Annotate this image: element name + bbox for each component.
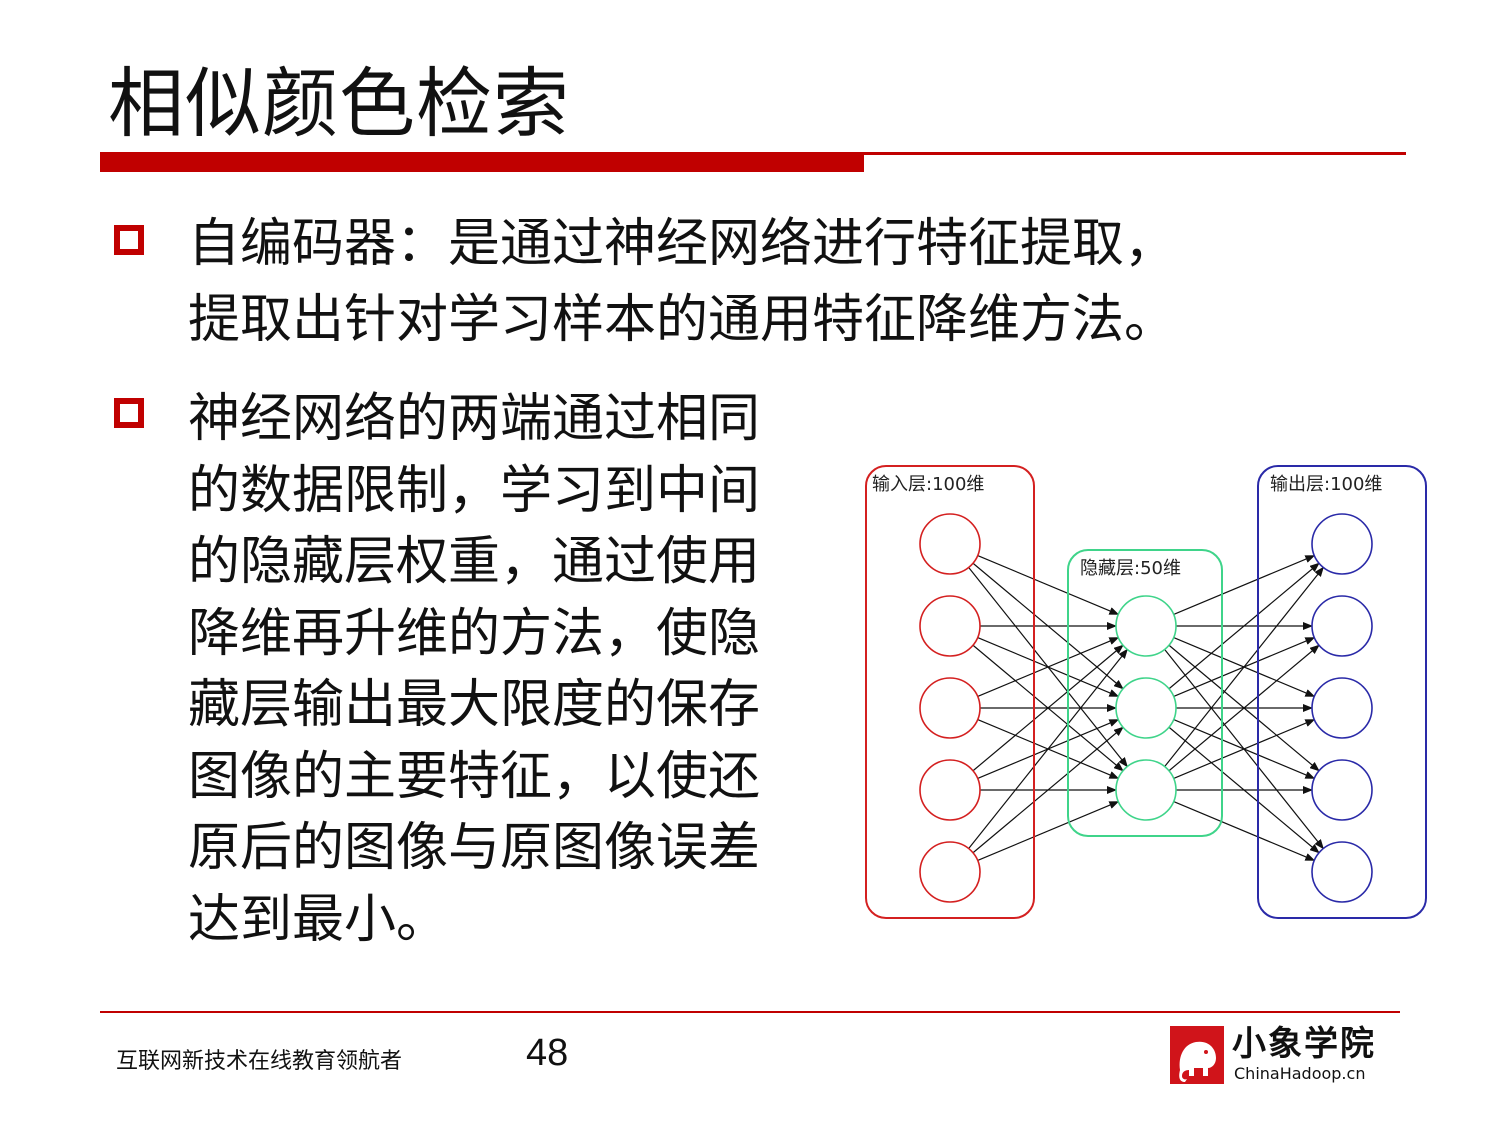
bullet-text-1: 自编码器：是通过神经网络进行特征提取， 提取出针对学习样本的通用特征降维方法。: [188, 206, 1388, 358]
elephant-logo-icon: [1170, 1026, 1224, 1084]
input-layer-box: [865, 465, 1035, 919]
brand-domain: ChinaHadoop.cn: [1234, 1064, 1366, 1083]
bullet-2-line-5: 藏层输出最大限度的保存: [188, 675, 761, 735]
bullet-marker-2: [114, 398, 144, 428]
output-layer: 输出层:100维: [1257, 465, 1427, 919]
title-divider-thick: [100, 155, 864, 172]
connection-hidden-layer-2-to-output-layer-1: [1168, 562, 1320, 690]
output-layer-label: 输出层:100维: [1270, 474, 1382, 495]
output-layer-node-4: [1311, 759, 1373, 821]
connection-hidden-layer-1-to-output-layer-1: [1173, 555, 1316, 615]
bullet-2-line-4: 降维再升维的方法，使隐: [188, 603, 761, 664]
brand-name: 小象学院: [1232, 1024, 1376, 1064]
hidden-layer-node-3: [1115, 759, 1177, 821]
output-layer-node-1: [1311, 513, 1373, 575]
connection-input-layer-1-to-hidden-layer-1: [977, 555, 1120, 615]
connection-input-layer-4-to-hidden-layer-1: [972, 644, 1124, 772]
output-layer-node-3: [1311, 677, 1373, 739]
bullet-2-line-7: 原后的图像与原图像误差: [188, 818, 761, 878]
bullet-1-line-1: 自编码器：是通过神经网络进行特征提取，: [188, 214, 1177, 274]
brand-logo: 小象学院 ChinaHadoop.cn: [1170, 1026, 1390, 1086]
input-layer: 输入层:100维: [865, 465, 1035, 919]
hidden-layer-node-2: [1115, 677, 1177, 739]
connection-input-layer-5-to-hidden-layer-1: [968, 648, 1128, 849]
slide-title: 相似颜色检索: [108, 59, 570, 148]
input-layer-node-3: [919, 677, 981, 739]
input-layer-node-2: [919, 595, 981, 657]
connection-hidden-layer-3-to-output-layer-5: [1173, 801, 1316, 861]
bullet-2-line-3: 的隐藏层权重，通过使用: [188, 532, 761, 592]
hidden-layer-node-1: [1115, 595, 1177, 657]
connection-input-layer-3-to-hidden-layer-1: [977, 637, 1120, 697]
bullet-marker-1: [114, 225, 144, 255]
page-number: 48: [526, 1032, 569, 1074]
title-divider-thin: [100, 152, 1406, 155]
footer-slogan: 互联网新技术在线教育领航者: [116, 1049, 403, 1074]
output-layer-node-5: [1311, 841, 1373, 903]
hidden-layer-box: [1067, 549, 1223, 837]
bullet-2-line-1: 神经网络的两端通过相同: [188, 389, 761, 449]
bullet-2-line-2: 的数据限制，学习到中间: [188, 460, 761, 521]
hidden-layer-label: 隐藏层:50维: [1080, 558, 1181, 579]
connection-hidden-layer-3-to-output-layer-2: [1168, 644, 1320, 772]
input-layer-node-1: [919, 513, 981, 575]
output-layer-node-2: [1311, 595, 1373, 657]
bullet-1-line-2: 提取出针对学习样本的通用特征降维方法。: [188, 290, 1177, 350]
input-layer-node-4: [919, 759, 981, 821]
bullet-2-line-8: 达到最小。: [188, 889, 449, 950]
bullet-text-2: 神经网络的两端通过相同 的数据限制，学习到中间 的隐藏层权重，通过使用 降维再升…: [188, 384, 838, 956]
hidden-layer: 隐藏层:50维: [1067, 549, 1223, 837]
input-layer-label: 输入层:100维: [872, 474, 984, 495]
connection-hidden-layer-3-to-output-layer-1: [1164, 566, 1324, 767]
input-layer-node-5: [919, 841, 981, 903]
output-layer-box: [1257, 465, 1427, 919]
connection-input-layer-5-to-hidden-layer-3: [977, 801, 1120, 861]
connection-input-layer-5-to-hidden-layer-2: [972, 726, 1124, 854]
footer-divider: [100, 1011, 1400, 1013]
bullet-2-line-6: 图像的主要特征，以使还: [188, 746, 761, 807]
connection-hidden-layer-3-to-output-layer-3: [1173, 719, 1316, 779]
